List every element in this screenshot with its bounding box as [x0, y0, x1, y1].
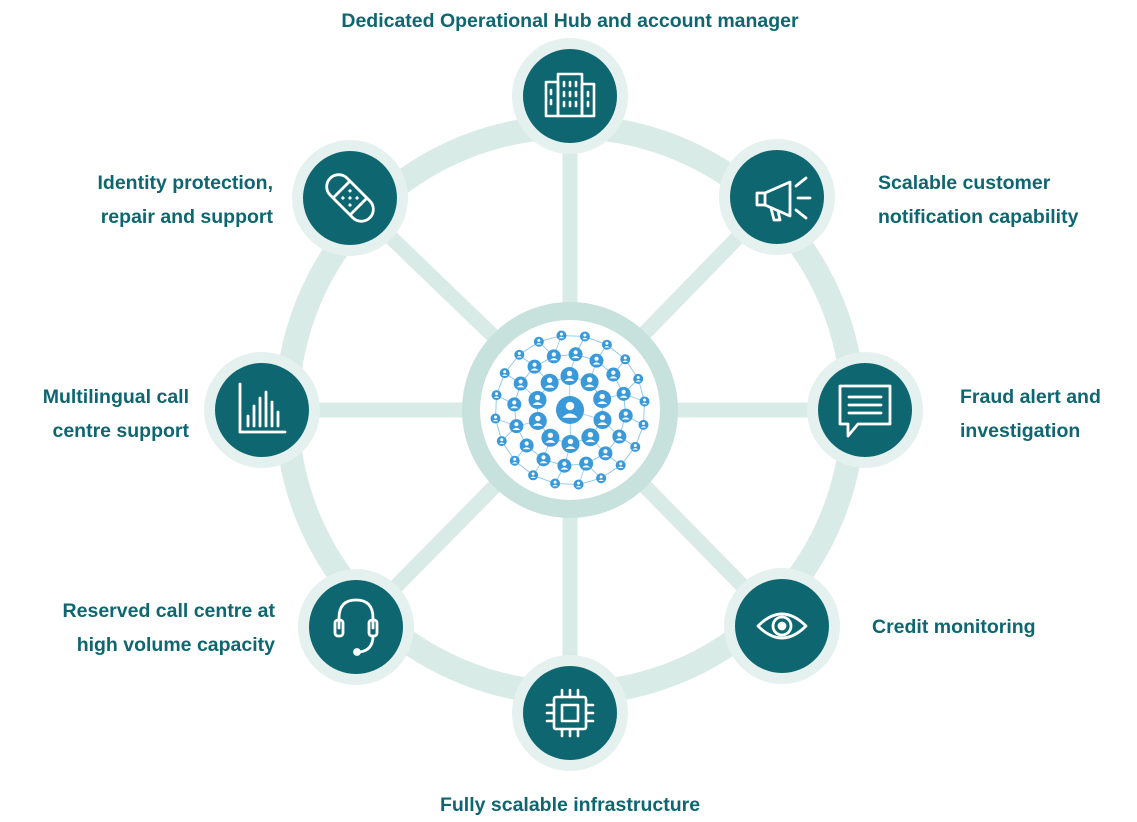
label-multi-line-2: centre support — [43, 414, 189, 448]
node-fraud — [807, 352, 923, 468]
label-notify: Scalable customer notification capabilit… — [878, 166, 1078, 234]
label-notify-line-1: Scalable customer — [878, 166, 1078, 200]
central-hub — [462, 302, 678, 518]
node-infra — [512, 655, 628, 771]
label-fraud: Fraud alert and investigation — [960, 380, 1101, 448]
label-fraud-line-2: investigation — [960, 414, 1101, 448]
label-credit: Credit monitoring — [872, 610, 1036, 644]
label-credit-line-1: Credit monitoring — [872, 610, 1036, 644]
people-network-icon — [490, 330, 649, 489]
label-fraud-line-1: Fraud alert and — [960, 380, 1101, 414]
node-multi — [204, 352, 320, 468]
node-reserved — [298, 569, 414, 685]
label-infra: Fully scalable infrastructure — [270, 788, 870, 822]
node-credit — [724, 568, 840, 684]
node-hub — [512, 38, 628, 154]
label-identity-line-1: Identity protection, — [98, 166, 274, 200]
label-hub-line-1: Dedicated Operational Hub and account ma… — [270, 4, 870, 38]
label-notify-line-2: notification capability — [878, 200, 1078, 234]
node-notify — [719, 139, 835, 255]
label-reserved-line-1: Reserved call centre at — [63, 594, 275, 628]
label-hub: Dedicated Operational Hub and account ma… — [270, 4, 870, 38]
label-multi-line-1: Multilingual call — [43, 380, 189, 414]
label-infra-line-1: Fully scalable infrastructure — [270, 788, 870, 822]
label-reserved: Reserved call centre at high volume capa… — [63, 594, 275, 662]
label-identity-line-2: repair and support — [98, 200, 274, 234]
label-multi: Multilingual call centre support — [43, 380, 189, 448]
label-reserved-line-2: high volume capacity — [63, 628, 275, 662]
node-identity — [292, 140, 408, 256]
label-identity: Identity protection, repair and support — [98, 166, 274, 234]
